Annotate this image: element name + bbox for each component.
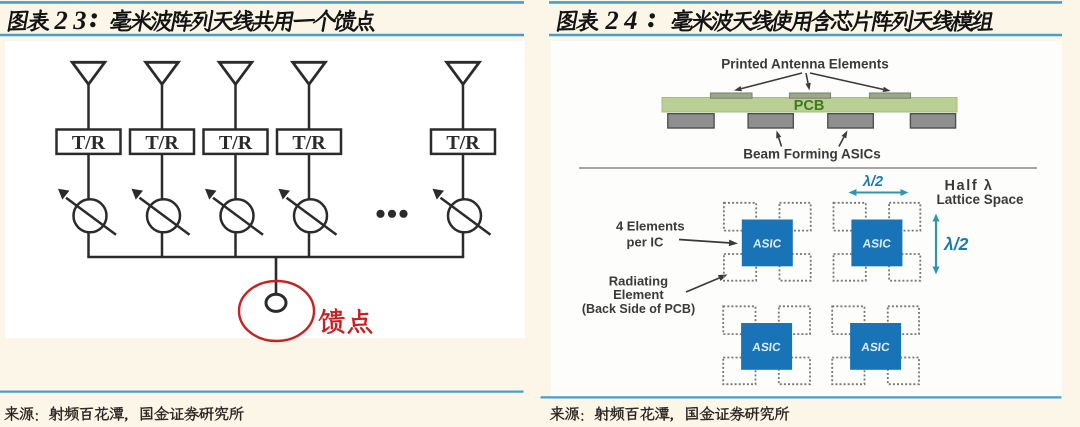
svg-text:Beam Forming ASICs: Beam Forming ASICs <box>743 147 881 162</box>
svg-text:4 Elements: 4 Elements <box>616 219 685 234</box>
svg-text:λ/2: λ/2 <box>862 174 883 190</box>
svg-text:PCB: PCB <box>794 98 825 114</box>
svg-text:Half λ: Half λ <box>944 178 993 194</box>
svg-text:λ/2: λ/2 <box>943 234 969 254</box>
svg-text:24: 24 <box>605 5 644 35</box>
svg-text:T/R: T/R <box>219 132 253 154</box>
svg-text:23: 23 <box>54 5 93 35</box>
svg-text:T/R: T/R <box>446 132 480 154</box>
svg-text:Printed Antenna Elements: Printed Antenna Elements <box>721 57 889 72</box>
svg-text:T/R: T/R <box>145 132 179 154</box>
svg-text:(Back Side of PCB): (Back Side of PCB) <box>582 302 695 316</box>
svg-text:Lattice Space: Lattice Space <box>936 192 1024 207</box>
svg-text:per IC: per IC <box>627 235 664 250</box>
svg-text:T/R: T/R <box>72 132 106 154</box>
svg-text:Radiating: Radiating <box>609 274 668 289</box>
svg-text:Element: Element <box>613 287 664 302</box>
svg-text:T/R: T/R <box>292 132 326 154</box>
